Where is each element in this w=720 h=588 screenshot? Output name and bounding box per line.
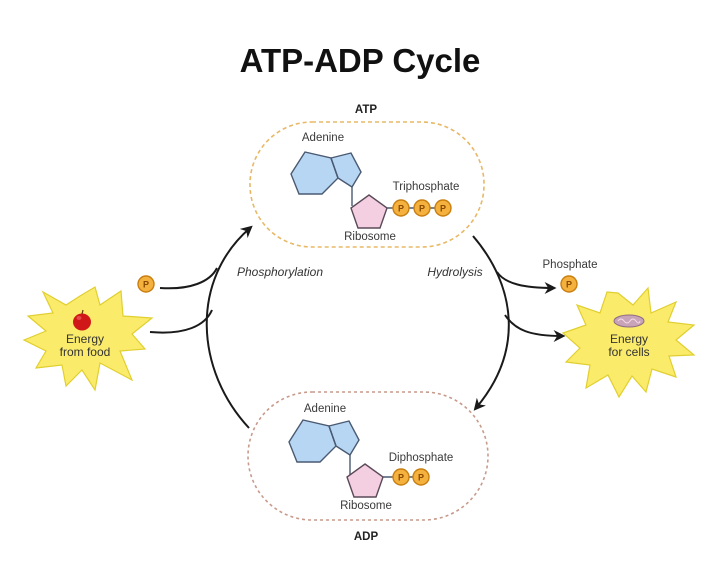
apple-icon <box>73 309 91 331</box>
released-phosphate-label: Phosphate <box>543 259 598 271</box>
energy-for-cells-burst: Energy for cells <box>561 286 696 399</box>
adp-ribose-icon <box>346 463 384 498</box>
svg-text:P: P <box>398 473 404 483</box>
atp-phosphate-1: P <box>392 199 410 217</box>
energy-for-cells-line2: for cells <box>608 345 649 359</box>
atp-phosphate-3: P <box>434 199 452 217</box>
adp-adenine-label: Adenine <box>304 403 346 415</box>
energy-from-food-line1: Energy <box>66 332 104 346</box>
atp-boundary <box>249 121 485 248</box>
mitochondrion-icon <box>613 314 645 328</box>
svg-text:P: P <box>419 204 425 214</box>
adp-adenine-icon <box>288 419 360 463</box>
burst-shape <box>561 286 696 399</box>
adp-ribose-label: Ribosome <box>340 500 392 512</box>
energy-from-food-line2: from food <box>60 345 111 359</box>
hydrolysis-arrow <box>472 235 510 411</box>
energy-input-arrow <box>149 309 213 334</box>
atp-phosphate-group-label: Triphosphate <box>393 181 460 193</box>
phosphate-output-arrow <box>496 271 557 294</box>
adp-phosphate-1: P <box>392 468 410 486</box>
burst-shape <box>22 286 154 392</box>
energy-from-food-burst: Energy from food <box>22 286 154 392</box>
svg-text:P: P <box>418 473 424 483</box>
svg-text:P: P <box>566 280 572 290</box>
adp-boundary <box>247 391 489 521</box>
phosphorylation-label: Phosphorylation <box>237 265 323 279</box>
input-phosphate: P <box>137 275 155 293</box>
adp-molecule: Adenine Ribosome Diphosphate P P ADP <box>247 391 489 543</box>
atp-phosphate-2: P <box>413 199 431 217</box>
svg-text:P: P <box>143 280 149 290</box>
adp-phosphate-2: P <box>412 468 430 486</box>
atp-label: ATP <box>355 104 377 116</box>
energy-for-cells-line1: Energy <box>610 332 648 346</box>
svg-text:P: P <box>398 204 404 214</box>
energy-output-arrow <box>504 314 566 342</box>
diagram-title: ATP-ADP Cycle <box>240 42 481 79</box>
adp-phosphate-group-label: Diphosphate <box>389 452 454 464</box>
adp-label: ADP <box>354 531 379 543</box>
svg-text:P: P <box>440 204 446 214</box>
phosphate-input-arrow <box>159 267 218 290</box>
atp-molecule: ATP Adenine Ribosome Triphosphate P P P <box>249 104 485 248</box>
phosphorylation-arrow <box>205 225 253 429</box>
atp-adenine-icon <box>290 151 362 195</box>
atp-ribose-label: Ribosome <box>344 231 396 243</box>
hydrolysis-label: Hydrolysis <box>427 265 482 279</box>
released-phosphate: P <box>560 275 578 293</box>
atp-adenine-label: Adenine <box>302 132 344 144</box>
atp-ribose-icon <box>350 194 388 229</box>
